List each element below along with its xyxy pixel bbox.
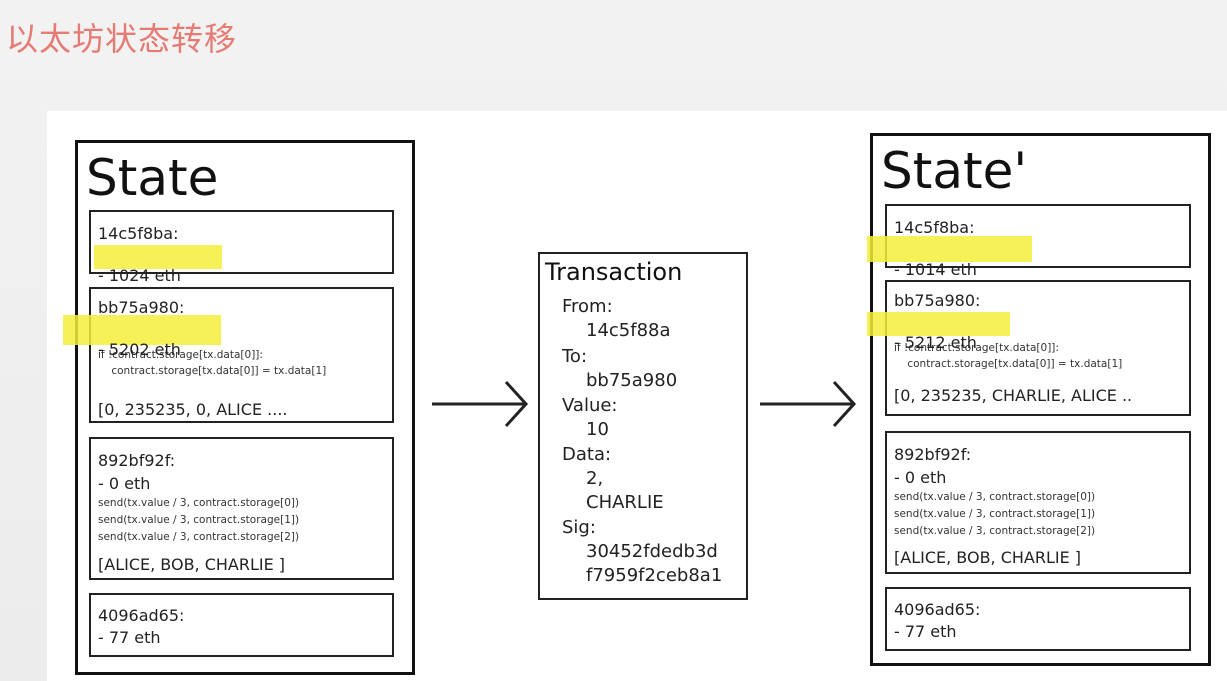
contract-code-line: send(tx.value / 3, contract.storage[0])	[894, 491, 1096, 503]
tx-data-label: Data:	[562, 444, 612, 465]
tx-sig-value: 30452fdedb3d	[586, 541, 718, 562]
account-address: 4096ad65:	[894, 600, 981, 619]
account-address: 892bf92f:	[98, 451, 176, 470]
tx-from-value: 14c5f88a	[586, 320, 671, 341]
state-before-title: State	[86, 149, 219, 207]
contract-code-line: send(tx.value / 3, contract.storage[1])	[894, 508, 1096, 520]
account-balance: - 77 eth	[894, 622, 957, 641]
highlight-balance	[94, 245, 222, 269]
account-balance: - 77 eth	[98, 628, 161, 647]
account-4096ad65-before: 4096ad65: - 77 eth	[89, 593, 394, 657]
tx-sig-label: Sig:	[562, 517, 596, 538]
tx-data-value: CHARLIE	[586, 492, 664, 513]
highlight-balance	[867, 312, 1010, 336]
contract-code-line: send(tx.value / 3, contract.storage[1])	[98, 514, 300, 526]
contract-code-line: if !contract.storage[tx.data[0]]:	[98, 349, 263, 361]
account-14c5f8ba-before: 14c5f8ba: - 1024 eth	[89, 210, 394, 285]
account-bb75a980-before: bb75a980: - 5202 eth if !contract.storag…	[63, 287, 394, 423]
contract-code-line: contract.storage[tx.data[0]] = tx.data[1…	[98, 365, 327, 377]
contract-storage: [ALICE, BOB, CHARLIE ]	[894, 548, 1082, 567]
account-balance: - 1014 eth	[894, 260, 977, 279]
contract-code-line: send(tx.value / 3, contract.storage[2])	[894, 525, 1096, 537]
account-balance: - 0 eth	[98, 474, 151, 493]
account-892bf92f-before: 892bf92f: - 0 eth send(tx.value / 3, con…	[89, 437, 394, 580]
tx-sig-value: f7959f2ceb8a1	[586, 565, 723, 586]
contract-code-line: if !contract.storage[tx.data[0]]:	[894, 342, 1059, 354]
contract-storage: [0, 235235, CHARLIE, ALICE ..	[894, 386, 1133, 405]
tx-from-label: From:	[562, 296, 613, 317]
tx-value-label: Value:	[562, 395, 618, 416]
transaction-box: Transaction From: 14c5f88a To: bb75a980 …	[538, 252, 748, 600]
slide-title: 以太坊状态转移	[6, 20, 238, 58]
account-bb75a980-after: bb75a980: - 5212 eth if !contract.storag…	[867, 280, 1191, 416]
account-14c5f8ba-after: 14c5f8ba: - 1014 eth	[867, 204, 1191, 279]
tx-data-value: 2,	[586, 468, 604, 489]
contract-storage: [0, 235235, 0, ALICE ....	[98, 400, 288, 419]
transaction-title: Transaction	[545, 258, 683, 286]
account-balance: - 5202 eth	[98, 340, 181, 359]
account-4096ad65-after: 4096ad65: - 77 eth	[885, 587, 1191, 651]
contract-code-line: contract.storage[tx.data[0]] = tx.data[1…	[894, 358, 1123, 370]
account-address: 4096ad65:	[98, 606, 185, 625]
account-balance: - 1024 eth	[98, 266, 181, 285]
contract-code-line: send(tx.value / 3, contract.storage[0])	[98, 497, 300, 509]
contract-storage: [ALICE, BOB, CHARLIE ]	[98, 555, 286, 574]
account-address: 14c5f8ba:	[894, 218, 975, 237]
arrow-right-icon	[760, 380, 857, 428]
tx-value-value: 10	[586, 419, 609, 440]
tx-to-value: bb75a980	[586, 370, 678, 391]
tx-to-label: To:	[562, 346, 588, 367]
account-892bf92f-after: 892bf92f: - 0 eth send(tx.value / 3, con…	[885, 431, 1191, 574]
account-address: 14c5f8ba:	[98, 224, 179, 243]
account-balance: - 0 eth	[894, 468, 947, 487]
account-address: bb75a980:	[894, 291, 981, 310]
state-after-title: State'	[881, 142, 1028, 200]
account-balance: - 5212 eth	[894, 333, 977, 352]
highlight-balance	[63, 315, 221, 345]
contract-code-line: send(tx.value / 3, contract.storage[2])	[98, 531, 300, 543]
account-address: bb75a980:	[98, 298, 185, 317]
arrow-right-icon	[432, 380, 529, 428]
highlight-balance	[867, 236, 1032, 262]
account-address: 892bf92f:	[894, 445, 972, 464]
